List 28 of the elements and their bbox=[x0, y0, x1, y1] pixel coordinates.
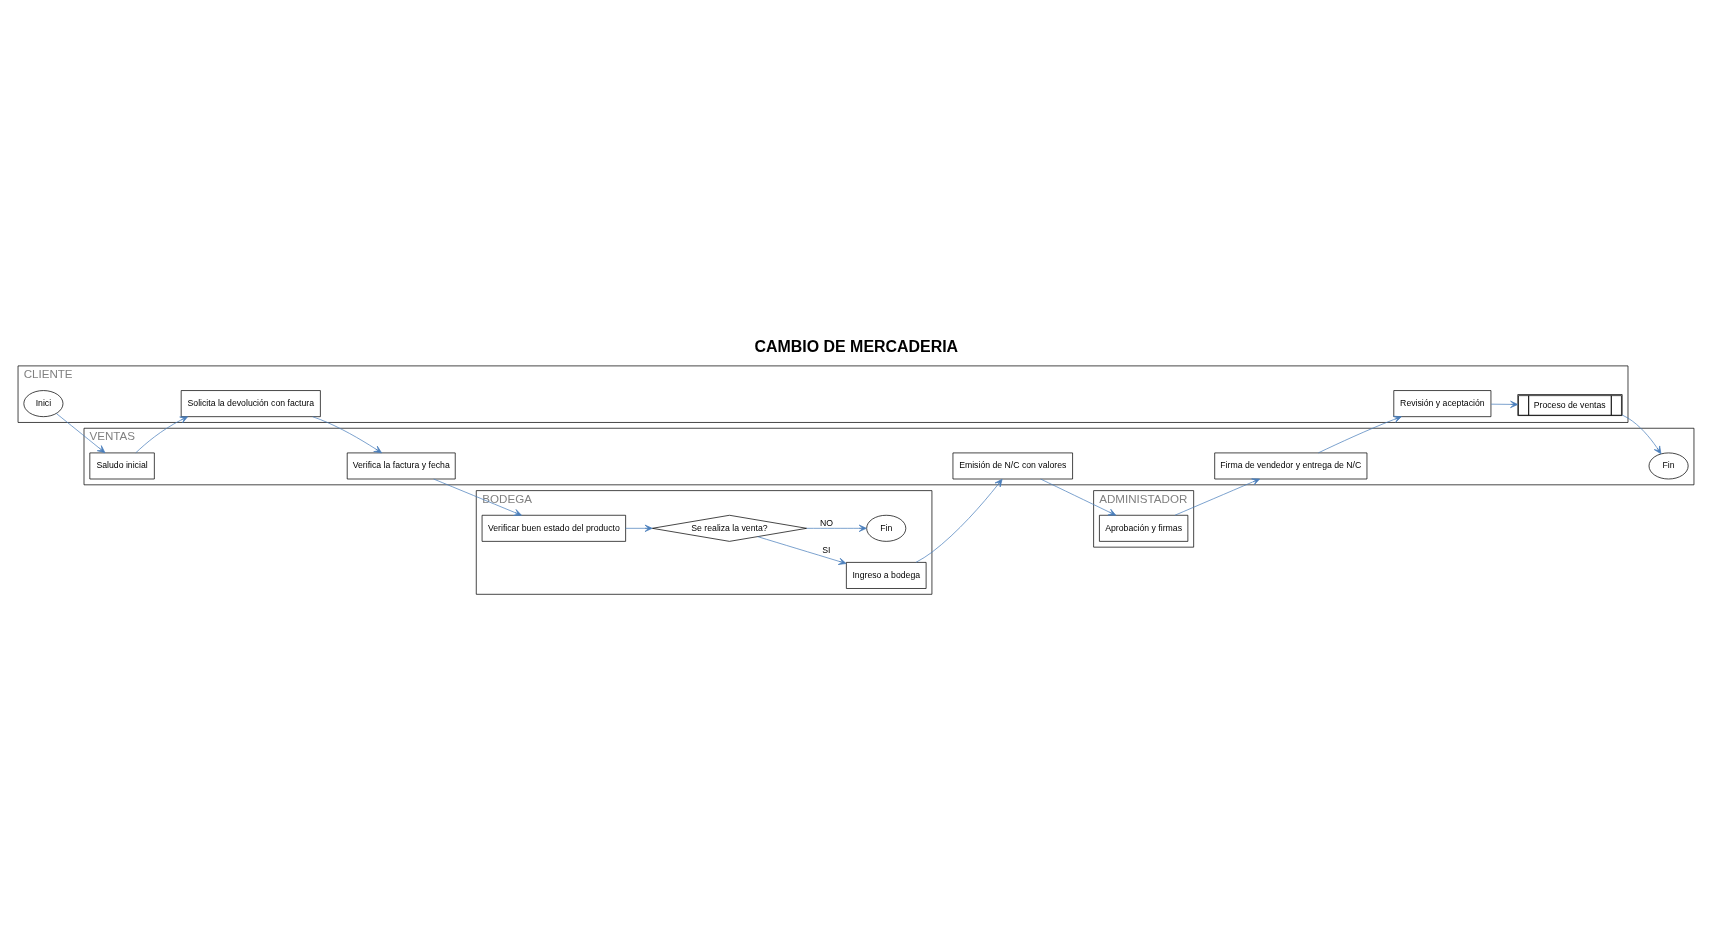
arrow bbox=[433, 478, 522, 516]
node-box: Verifica la factura y fecha bbox=[346, 452, 456, 479]
node-box: Ingreso a bodega bbox=[846, 561, 927, 589]
arrow bbox=[625, 524, 653, 532]
node-box: Emisión de N/C con valores bbox=[952, 452, 1073, 479]
arrow bbox=[915, 478, 1003, 563]
node-ellipse: Inici bbox=[23, 389, 64, 417]
diagram-title: CAMBIO DE MERCADERIA bbox=[754, 337, 959, 355]
node-box: Saludo inicial bbox=[89, 452, 155, 479]
node-box: Verificar buen estado del producto bbox=[481, 514, 626, 542]
edge-label: SI bbox=[822, 544, 831, 555]
node-box: Solicita la devolución con factura bbox=[180, 389, 321, 417]
arrow bbox=[1174, 478, 1260, 516]
node-ellipse: Fin bbox=[1648, 452, 1689, 479]
arrow bbox=[757, 535, 847, 565]
arrow bbox=[1040, 478, 1117, 516]
arrow bbox=[312, 415, 382, 453]
node-box: Firma de vendedor y entrega de N/C bbox=[1214, 452, 1368, 479]
arrow bbox=[56, 412, 106, 453]
arrow bbox=[135, 415, 188, 453]
node-box: Aprobación y firmas bbox=[1099, 514, 1189, 542]
arrow bbox=[1621, 414, 1662, 454]
node-diamond: Se realiza la venta? bbox=[651, 514, 807, 542]
edge-label: NO bbox=[819, 517, 833, 528]
arrow bbox=[1490, 400, 1519, 408]
arrow bbox=[806, 524, 867, 532]
node-ellipse: Fin bbox=[866, 514, 907, 542]
node-box: Revisión y aceptación bbox=[1393, 389, 1492, 417]
